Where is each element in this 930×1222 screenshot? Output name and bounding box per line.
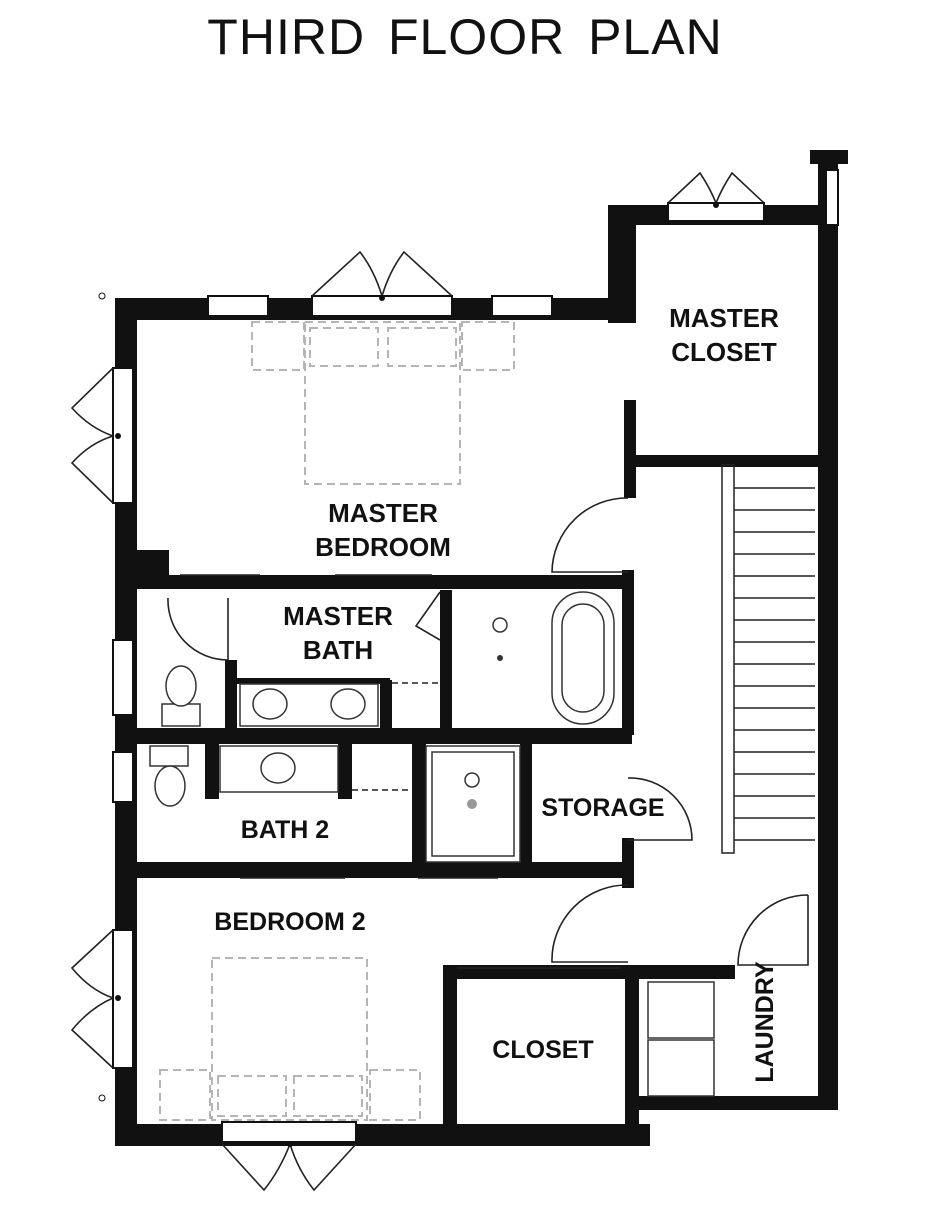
fixtures	[149, 591, 715, 1097]
pillow2-r	[293, 1075, 363, 1117]
label-master-bath-2: BATH	[303, 635, 373, 665]
interior-doors	[167, 497, 809, 969]
stair-rail	[721, 464, 735, 854]
door-storage	[627, 777, 693, 841]
wall-laundry-bottom	[625, 1096, 835, 1110]
wall-bath2-c	[412, 744, 426, 864]
label-master-bedroom-2: BEDROOM	[315, 532, 451, 562]
room-labels: MASTER CLOSET MASTER BEDROOM MASTER BATH…	[214, 303, 779, 1083]
toilet-bath2	[154, 765, 186, 807]
window-top-left	[207, 295, 269, 317]
wall-bath-vanity-r	[380, 680, 392, 730]
stairs	[721, 464, 815, 854]
washer	[647, 981, 715, 1039]
nightstand-l	[251, 321, 305, 371]
dryer	[647, 1039, 715, 1097]
wall-bottom	[115, 1124, 650, 1146]
nightstand2-l	[159, 1069, 211, 1121]
window-left-bath2	[112, 751, 134, 803]
wall-laundry-top	[625, 965, 735, 979]
toilet-master	[165, 665, 197, 707]
pillow2-l	[217, 1075, 287, 1117]
window-bottom	[221, 1121, 357, 1143]
wall-hall-mid	[622, 570, 634, 735]
wall-bath2-b	[338, 744, 352, 799]
wall-hall-upper	[624, 400, 636, 498]
bed-2	[211, 957, 368, 1121]
hinge-dots	[98, 202, 719, 1147]
label-storage: STORAGE	[541, 794, 664, 822]
wall-bath-tub	[440, 590, 452, 730]
door-bath	[167, 597, 229, 661]
door-bedroom	[551, 497, 629, 573]
wall-notch	[137, 550, 169, 578]
label-master-bath-1: MASTER	[283, 601, 393, 631]
window-left-bedroom2	[112, 929, 134, 1069]
furniture	[159, 321, 515, 1121]
wall-bath-bath2	[115, 728, 632, 744]
wall-closet2-left	[443, 965, 457, 1135]
swing-windows	[70, 171, 765, 1192]
nightstand2-r	[369, 1069, 421, 1121]
wall-storage	[520, 744, 532, 864]
label-laundry: LAUNDRY	[751, 961, 779, 1083]
wall-bedroom-bath	[137, 575, 632, 589]
page-title: THIRD FLOOR PLAN	[207, 9, 723, 65]
wall-right	[818, 150, 838, 1110]
wall-bath2-a	[205, 744, 219, 799]
wall-bath-toilet	[225, 660, 237, 730]
pillow-r	[387, 327, 457, 367]
wall-closet2-right	[625, 965, 639, 1135]
wall-bath-vanity-top	[225, 678, 390, 684]
door-laundry	[737, 894, 809, 966]
nightstand-r	[461, 321, 515, 371]
wall-closet-bottom	[626, 455, 818, 467]
label-master-closet-2: CLOSET	[671, 337, 777, 367]
bed-master	[304, 321, 461, 485]
label-bedroom2: BEDROOM 2	[214, 908, 365, 936]
door-bath-closet	[414, 591, 441, 641]
windows	[112, 169, 839, 1143]
wall-closet2-top	[443, 965, 633, 979]
window-left-bath	[112, 639, 134, 716]
label-bath2: BATH 2	[241, 816, 329, 844]
door-bedroom2	[551, 884, 629, 963]
label-master-bedroom-1: MASTER	[328, 498, 438, 528]
drains	[467, 655, 503, 809]
wall-right-top	[810, 150, 848, 164]
label-master-closet-1: MASTER	[669, 303, 779, 333]
window-right-top	[825, 169, 839, 226]
wall-bath2-bedroom2	[115, 862, 632, 878]
pillow-l	[309, 327, 379, 367]
label-closet: CLOSET	[492, 1036, 593, 1064]
window-top-right	[491, 295, 553, 317]
